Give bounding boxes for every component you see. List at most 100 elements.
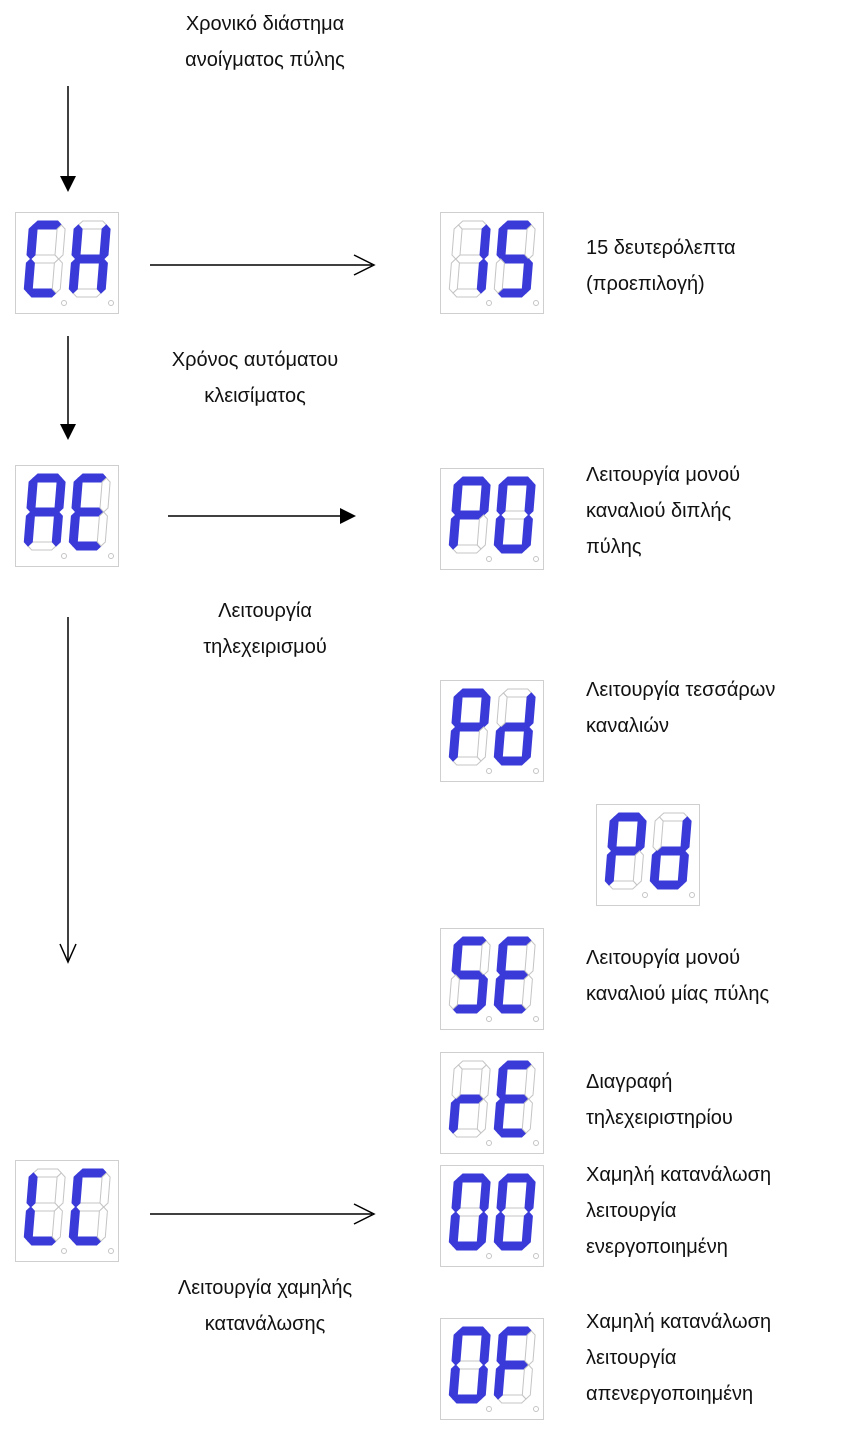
option-low-power-off: Χαμηλή κατανάλωση λειτουργία απενεργοποι… (586, 1311, 772, 1405)
segment-e (448, 514, 460, 550)
segment-f (496, 940, 508, 976)
decimal-point-2 (689, 892, 695, 898)
segment-b (479, 1064, 491, 1100)
segment-d (452, 288, 482, 298)
segment-f (607, 816, 619, 852)
segment-c (476, 258, 488, 294)
segment-g (29, 254, 60, 264)
segment-a (457, 1060, 488, 1070)
segment-b (54, 477, 66, 513)
segment-d (452, 1394, 482, 1404)
segment-b (479, 1177, 491, 1213)
decimal-point-1 (61, 300, 67, 306)
segment-a (77, 220, 108, 230)
segment-g (499, 1094, 530, 1104)
decimal-point-2 (533, 768, 539, 774)
segment-e (448, 726, 460, 762)
segment-g (454, 1094, 485, 1104)
segment-c (476, 974, 488, 1010)
display-lc-digit-1 (23, 1168, 66, 1246)
decimal-point-1 (486, 1140, 492, 1146)
display-se-digit-1 (448, 936, 491, 1014)
segment-g (454, 722, 485, 732)
display-15-digit-1 (448, 220, 491, 298)
segment-b (524, 224, 536, 260)
segment-c (521, 258, 533, 294)
segment-g (499, 510, 530, 520)
segment-e (23, 511, 35, 547)
segment-c (632, 850, 644, 886)
segment-b (680, 816, 692, 852)
display-00-digit-2 (493, 1173, 536, 1251)
segment-d (452, 1004, 482, 1014)
segment-c (521, 726, 533, 762)
segment-g (499, 1360, 530, 1370)
segment-f (451, 1064, 463, 1100)
segment-e (493, 1211, 505, 1247)
decimal-point-2 (533, 1253, 539, 1259)
arrow-lc-to-00 (150, 1203, 376, 1225)
segment-f (71, 224, 83, 260)
segment-f (451, 224, 463, 260)
segment-a (658, 812, 689, 822)
segment-b (524, 1330, 536, 1366)
display-lc (15, 1160, 119, 1262)
segment-c (476, 726, 488, 762)
display-pd-repeat (596, 804, 700, 906)
decimal-point-2 (108, 553, 114, 559)
segment-g (74, 507, 105, 517)
segment-e (68, 511, 80, 547)
segment-a (457, 936, 488, 946)
segment-c (521, 1364, 533, 1400)
segment-c (521, 514, 533, 550)
decimal-point-2 (533, 1016, 539, 1022)
segment-f (451, 1330, 463, 1366)
display-p0 (440, 468, 544, 570)
segment-a (502, 220, 533, 230)
segment-b (479, 480, 491, 516)
segment-f (496, 692, 508, 728)
decimal-point-1 (642, 892, 648, 898)
option-single-channel-double-gate: Λειτουργία μονού καναλιού διπλής πύλης (586, 464, 741, 558)
segment-d (497, 288, 527, 298)
segment-e (604, 850, 616, 886)
segment-c (677, 850, 689, 886)
arrow-ae-to-p0 (168, 508, 356, 524)
segment-g (454, 254, 485, 264)
segment-b (479, 692, 491, 728)
decimal-point-2 (108, 1248, 114, 1254)
segment-a (77, 1168, 108, 1178)
segment-d (452, 756, 482, 766)
display-0f (440, 1318, 544, 1420)
decimal-point-1 (486, 1253, 492, 1259)
segment-d (497, 1394, 527, 1404)
option-15-seconds: 15 δευτερόλεπτα (προεπιλογή) (586, 237, 736, 295)
segment-d (653, 880, 683, 890)
decimal-point-2 (533, 556, 539, 562)
segment-c (96, 258, 108, 294)
display-se (440, 928, 544, 1030)
segment-d (27, 288, 57, 298)
option-four-channel: Λειτουργία τεσσάρων καναλιών (586, 679, 776, 737)
segment-e (493, 1364, 505, 1400)
segment-c (521, 1211, 533, 1247)
segment-g (74, 1202, 105, 1212)
segment-g (29, 1202, 60, 1212)
display-ch-digit-1 (23, 220, 66, 298)
segment-e (448, 974, 460, 1010)
segment-c (476, 1098, 488, 1134)
segment-a (32, 1168, 63, 1178)
label-auto-close: Χρόνος αυτόματου κλεισίματος (171, 349, 339, 407)
display-pd-repeat-digit-2 (649, 812, 692, 890)
segment-c (51, 258, 63, 294)
segment-e (68, 1206, 80, 1242)
arrow-ch-to-ae (60, 336, 76, 440)
segment-a (502, 1173, 533, 1183)
display-se-digit-2 (493, 936, 536, 1014)
arrow-ch-to-15 (150, 254, 376, 276)
decimal-point-2 (533, 300, 539, 306)
option-delete-remote: Διαγραφή τηλεχειριστηρίου (586, 1071, 733, 1129)
segment-e (493, 514, 505, 550)
segment-a (457, 220, 488, 230)
segment-f (496, 1330, 508, 1366)
